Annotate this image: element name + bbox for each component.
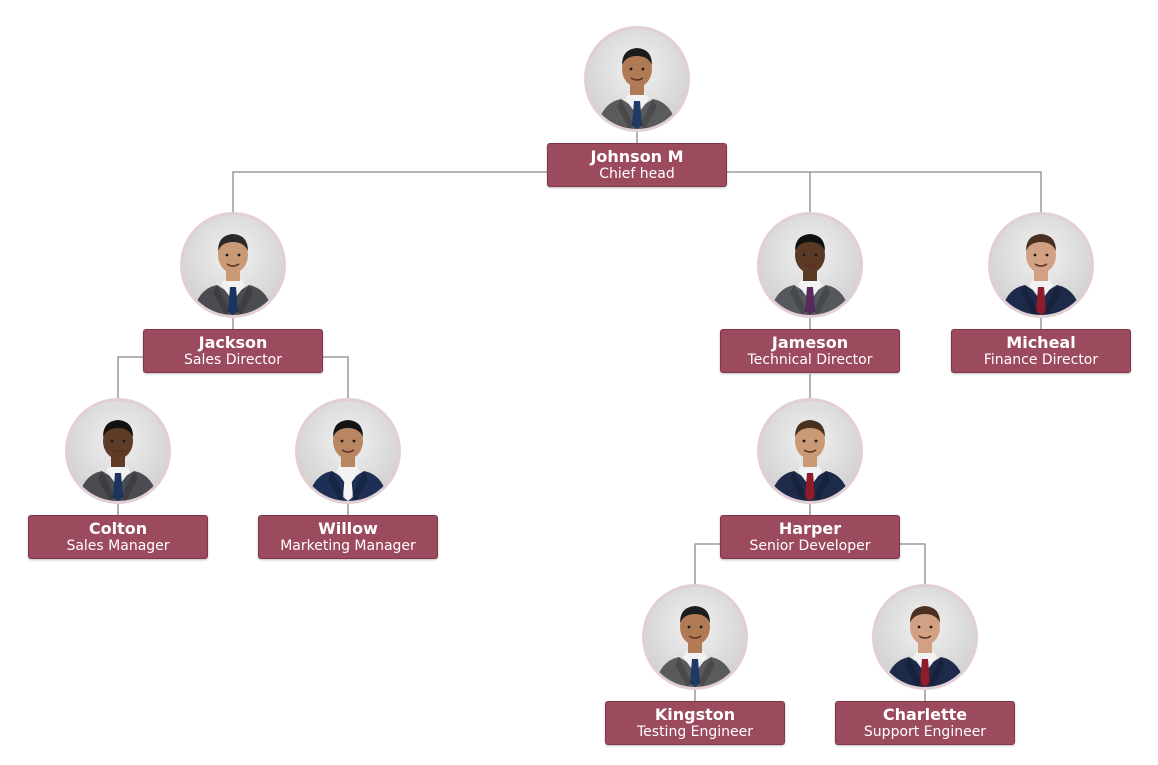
- label-box: Charlette Support Engineer: [835, 701, 1015, 745]
- label-box: Harper Senior Developer: [720, 515, 900, 559]
- node-name: Micheal: [1006, 333, 1076, 352]
- node-name: Jackson: [198, 333, 268, 352]
- connector-line: [694, 543, 720, 586]
- label-box: Kingston Testing Engineer: [605, 701, 785, 745]
- portrait-icon: [193, 234, 273, 315]
- avatar: [988, 212, 1094, 318]
- connector-line: [232, 171, 547, 214]
- node-name: Johnson M: [590, 147, 684, 166]
- portrait-icon: [655, 606, 735, 687]
- avatar: [757, 212, 863, 318]
- node-role: Senior Developer: [749, 538, 871, 554]
- avatar: [180, 212, 286, 318]
- label-box: Jackson Sales Director: [143, 329, 323, 373]
- node-role: Marketing Manager: [280, 538, 416, 554]
- label-box: Johnson M Chief head: [547, 143, 727, 187]
- node-role: Testing Engineer: [636, 724, 754, 740]
- portrait-icon: [885, 606, 965, 687]
- label-box: Micheal Finance Director: [951, 329, 1131, 373]
- node-role: Support Engineer: [863, 724, 987, 740]
- connector-line: [727, 171, 1042, 214]
- avatar: [757, 398, 863, 504]
- avatar: [872, 584, 978, 690]
- node-role: Sales Director: [184, 352, 282, 368]
- node-name: Colton: [88, 519, 148, 538]
- portrait-icon: [1001, 234, 1081, 315]
- node-name: Harper: [778, 519, 842, 538]
- label-box: Jameson Technical Director: [720, 329, 900, 373]
- connector-line: [900, 543, 926, 586]
- portrait-icon: [597, 48, 677, 129]
- node-role: Chief head: [599, 166, 675, 182]
- node-name: Jameson: [771, 333, 849, 352]
- avatar: [295, 398, 401, 504]
- avatar: [642, 584, 748, 690]
- node-role: Sales Manager: [66, 538, 170, 554]
- portrait-icon: [78, 420, 158, 501]
- node-name: Kingston: [654, 705, 736, 724]
- portrait-icon: [308, 420, 388, 501]
- node-role: Technical Director: [747, 352, 873, 368]
- connector-line: [117, 356, 143, 400]
- label-box: Colton Sales Manager: [28, 515, 208, 559]
- node-name: Charlette: [882, 705, 968, 724]
- label-box: Willow Marketing Manager: [258, 515, 438, 559]
- connector-line: [323, 356, 349, 400]
- portrait-icon: [770, 234, 850, 315]
- portrait-icon: [770, 420, 850, 501]
- node-name: Willow: [318, 519, 378, 538]
- node-role: Finance Director: [983, 352, 1099, 368]
- avatar: [65, 398, 171, 504]
- avatar: [584, 26, 690, 132]
